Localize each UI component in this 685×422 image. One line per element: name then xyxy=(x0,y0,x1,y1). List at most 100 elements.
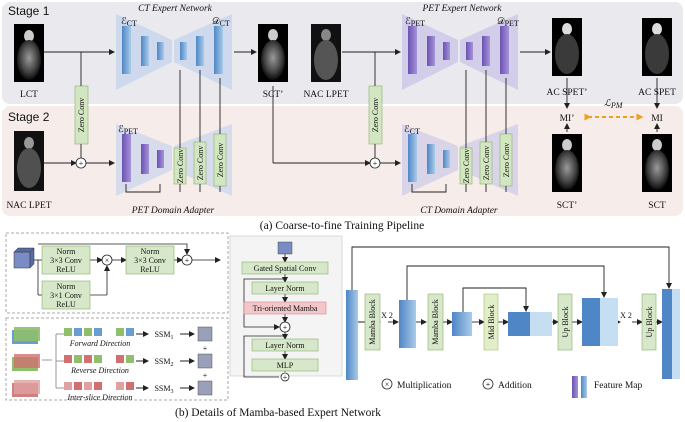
pipeline-connectors xyxy=(44,49,660,193)
image-lct xyxy=(14,24,44,82)
ssm2-label: SSM2 xyxy=(154,357,173,368)
svg-text:+: + xyxy=(203,344,208,353)
svg-text:Up Block: Up Block xyxy=(645,307,654,338)
svg-text:ReLU: ReLU xyxy=(56,300,76,309)
ct-expert-network xyxy=(116,14,232,90)
x2-label-b: X 2 xyxy=(620,311,632,320)
ssm1-label: SSM1 xyxy=(154,330,173,341)
feature-map-icon-blue xyxy=(581,376,587,398)
svg-text:+: + xyxy=(486,380,491,389)
svg-text:Zero Conv: Zero Conv xyxy=(216,143,225,177)
image-ac-spet xyxy=(642,18,672,76)
svg-text:Up Block: Up Block xyxy=(561,307,570,338)
caption-b: (b) Details of Mamba-based Expert Networ… xyxy=(175,407,381,419)
svg-text:Tri-oriented Mamba: Tri-oriented Mamba xyxy=(253,304,318,313)
pet-domain-adapter-title: PET Domain Adapter xyxy=(131,206,215,216)
svg-text:3×3 Conv: 3×3 Conv xyxy=(50,256,82,265)
svg-text:ReLU: ReLU xyxy=(56,265,76,274)
inter-slice-direction-label: Inter-slice Direction xyxy=(66,393,132,402)
svg-text:Zero Conv: Zero Conv xyxy=(196,146,205,180)
zero-conv-pet-adapter: Zero Conv Zero Conv Zero Conv xyxy=(173,133,227,187)
loss-label: ℒPM xyxy=(604,98,624,110)
svg-text:Norm: Norm xyxy=(57,282,76,291)
svg-text:3×3 Conv: 3×3 Conv xyxy=(134,256,166,265)
svg-text:+: + xyxy=(79,159,84,168)
svg-text:Mid Block: Mid Block xyxy=(487,305,496,339)
mamba-add-1: + xyxy=(279,321,291,333)
e-ct-label: ℰCT xyxy=(121,16,137,28)
image-nac-lpet-bottom xyxy=(14,131,44,191)
input-cube-1 xyxy=(13,247,35,269)
e-ct-adapter-label: ℰCT xyxy=(404,124,420,136)
up-block-unet-2: Up Block xyxy=(641,293,657,351)
feature-map-icon-purple xyxy=(572,376,578,398)
image-sct-prime-bottom xyxy=(552,134,582,192)
image-nac-lpet-top xyxy=(311,24,341,82)
gated-detail-frame xyxy=(5,232,229,314)
svg-text:MLP: MLP xyxy=(277,361,294,370)
layer-norm-box-2: Layer Norm xyxy=(251,338,319,352)
mamba-input-cube xyxy=(277,241,293,255)
svg-text:Mamba Block: Mamba Block xyxy=(368,299,377,345)
svg-text:Zero Conv: Zero Conv xyxy=(482,146,491,180)
svg-text:Zero Conv: Zero Conv xyxy=(462,149,471,183)
svg-text:+: + xyxy=(185,256,190,265)
zero-conv-mid: Zero Conv xyxy=(368,85,383,145)
svg-text:Layer Norm: Layer Norm xyxy=(265,284,305,293)
svg-text:Zero Conv: Zero Conv xyxy=(502,143,511,177)
label-sct: SCT xyxy=(648,201,666,211)
d-ct-label: 𝒟CT xyxy=(212,16,230,28)
legend-multiplication: Multiplication xyxy=(397,381,452,391)
label-lct: LCT xyxy=(20,90,38,100)
pet-expert-network xyxy=(402,14,518,90)
svg-text:+: + xyxy=(373,159,378,168)
layer-norm-box-1: Layer Norm xyxy=(251,281,319,295)
addition-nodes-pipeline: + + xyxy=(75,157,381,169)
svg-text:+: + xyxy=(283,373,288,382)
svg-text:Gated Spatial Conv: Gated Spatial Conv xyxy=(254,264,317,273)
legend: × Multiplication + Addition Feature Map xyxy=(381,376,643,398)
multiplication-icon xyxy=(381,378,393,390)
ssm-input-stacks xyxy=(12,327,40,397)
gated-detail-lines xyxy=(34,243,221,296)
label-nac-lpet-top: NAC LPET xyxy=(303,90,348,100)
ssm-output-cubes: + + xyxy=(197,326,213,396)
tri-oriented-mamba-box: Tri-oriented Mamba xyxy=(243,301,327,315)
unet-feature-maps xyxy=(346,289,680,380)
d-pet-label: 𝒟PET xyxy=(497,16,519,28)
gated-ops: × + xyxy=(101,254,193,266)
svg-text:+: + xyxy=(203,371,208,380)
image-sct-prime-top xyxy=(258,24,288,82)
unet-connectors xyxy=(351,246,672,325)
image-ac-spet-prime xyxy=(552,18,582,76)
norm-conv-relu-3: Norm 3×1 Conv ReLU xyxy=(41,280,91,310)
stage1-label: Stage 1 xyxy=(8,4,50,18)
reverse-direction-label: Reverse Direction xyxy=(70,366,129,375)
zero-conv-left: Zero Conv xyxy=(74,85,89,145)
svg-text:ReLU: ReLU xyxy=(140,265,160,274)
e-pet-label: ℰPET xyxy=(405,16,425,28)
svg-text:Zero Conv: Zero Conv xyxy=(176,149,185,183)
up-block-unet-1: Up Block xyxy=(557,293,573,351)
ssm-detail-frame xyxy=(5,317,229,401)
mi-label: MI xyxy=(651,114,663,124)
mid-block-unet: Mid Block xyxy=(483,293,499,351)
mlp-box: MLP xyxy=(251,358,319,372)
label-sct-prime-bottom: SCT’ xyxy=(557,201,578,211)
stage2-label: Stage 2 xyxy=(8,110,50,124)
norm-conv-relu-2: Norm 3×3 Conv ReLU xyxy=(125,245,175,275)
svg-text:Layer Norm: Layer Norm xyxy=(265,341,305,350)
svg-text:+: + xyxy=(283,323,288,332)
ct-domain-adapter-title: CT Domain Adapter xyxy=(420,206,498,216)
ssm-sequences xyxy=(64,328,134,390)
svg-text:Zero Conv: Zero Conv xyxy=(77,98,86,132)
ssm-lines xyxy=(42,331,195,391)
label-nac-lpet-bottom: NAC LPET xyxy=(6,201,51,211)
mamba-add-2: + xyxy=(280,372,290,382)
svg-text:Zero Conv: Zero Conv xyxy=(371,98,380,132)
svg-text:×: × xyxy=(105,256,110,265)
svg-text:Norm: Norm xyxy=(57,247,76,256)
ct-expert-title: CT Expert Network xyxy=(138,4,212,14)
norm-conv-relu-1: Norm 3×3 Conv ReLU xyxy=(41,245,91,275)
